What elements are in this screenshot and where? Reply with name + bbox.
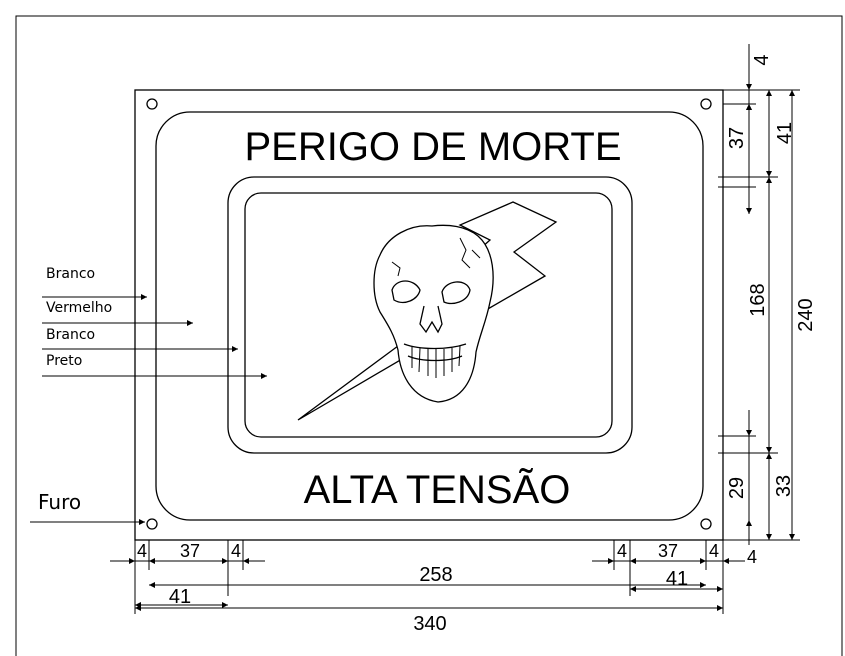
- dim-right-168: 168: [747, 283, 769, 316]
- dim-bottom-left-37: 37: [180, 541, 200, 561]
- sign-plate: PERIGO DE MORTE ALTA TENSÃO: [134, 89, 724, 541]
- dim-bottom-left-4a: 4: [137, 541, 147, 561]
- mounting-hole-bottom-right: [700, 518, 712, 530]
- dim-right-41: 41: [774, 122, 796, 144]
- mounting-hole-top-left: [146, 98, 158, 110]
- sign-bottom-text: ALTA TENSÃO: [304, 467, 571, 512]
- label-furo: Furo: [38, 490, 81, 514]
- sheet-border: [15, 15, 843, 656]
- label-preto: Preto: [46, 353, 82, 369]
- dim-bottom-left-4b: 4: [231, 541, 241, 561]
- dim-bottom-right-4b: 4: [709, 541, 719, 561]
- label-branco-1: Branco: [46, 266, 95, 282]
- dim-bottom-left-41: 41: [169, 586, 191, 608]
- sign-top-text: PERIGO DE MORTE: [244, 125, 621, 169]
- dim-bottom-right-4a: 4: [617, 541, 627, 561]
- dim-bottom-340: 340: [413, 613, 446, 635]
- dim-bottom-right-4c: 4: [747, 547, 757, 567]
- layer-labels: Branco Vermelho Branco Preto Furo: [30, 266, 267, 525]
- dim-bottom-right-41: 41: [666, 568, 688, 590]
- pictogram-frame-inner: [244, 192, 613, 438]
- bottom-dimensions: 4 37 4 4 37 4 4 258 41 41 340: [110, 540, 757, 635]
- skull-icon: [373, 224, 494, 403]
- lightning-bolt-icon: [297, 201, 558, 421]
- label-branco-2: Branco: [46, 327, 95, 343]
- dim-bottom-right-37: 37: [658, 541, 678, 561]
- mounting-hole-bottom-left: [146, 518, 158, 530]
- right-dimensions: 4 37 41 168 240 29 33: [718, 44, 817, 545]
- pictogram-frame-outer: [227, 176, 633, 454]
- plate-inner-border: [155, 111, 704, 521]
- plate-outline: [134, 89, 724, 541]
- label-vermelho: Vermelho: [46, 300, 112, 316]
- dim-right-240: 240: [795, 298, 817, 331]
- mounting-hole-top-right: [700, 98, 712, 110]
- dim-right-29: 29: [726, 477, 748, 499]
- dim-right-33: 33: [773, 475, 795, 497]
- dim-right-37: 37: [726, 127, 748, 149]
- dim-bottom-258: 258: [419, 564, 452, 586]
- dim-right-4: 4: [751, 54, 773, 65]
